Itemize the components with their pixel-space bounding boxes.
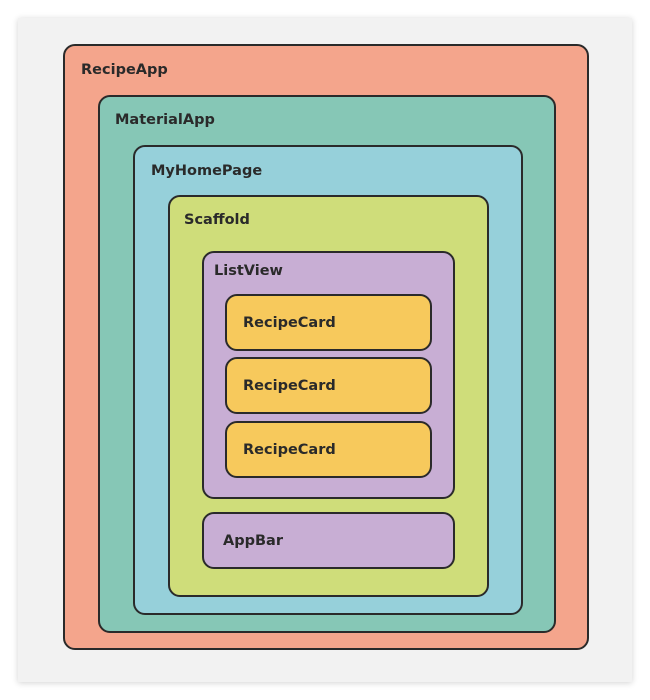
recipe-card-box: RecipeCard — [225, 357, 432, 414]
recipe-card-label: RecipeCard — [243, 314, 336, 331]
scaffold-label: Scaffold — [184, 212, 250, 228]
app-bar-label: AppBar — [223, 532, 283, 549]
my-home-page-label: MyHomePage — [151, 163, 263, 179]
list-view-box: ListView RecipeCard RecipeCard RecipeCar… — [202, 251, 455, 499]
recipe-card-label: RecipeCard — [243, 441, 336, 458]
recipe-app-box: RecipeApp MaterialApp MyHomePage Scaffol… — [63, 44, 589, 650]
my-home-page-box: MyHomePage Scaffold ListView RecipeCard … — [133, 145, 523, 615]
recipe-card-box: RecipeCard — [225, 421, 432, 478]
list-view-label: ListView — [214, 263, 283, 279]
recipe-card-box: RecipeCard — [225, 294, 432, 351]
material-app-box: MaterialApp MyHomePage Scaffold ListView… — [98, 95, 556, 633]
recipe-app-label: RecipeApp — [81, 62, 168, 78]
recipe-card-label: RecipeCard — [243, 377, 336, 394]
diagram-canvas: RecipeApp MaterialApp MyHomePage Scaffol… — [18, 18, 632, 682]
scaffold-box: Scaffold ListView RecipeCard RecipeCard … — [168, 195, 489, 597]
app-bar-box: AppBar — [202, 512, 455, 569]
material-app-label: MaterialApp — [115, 112, 215, 128]
